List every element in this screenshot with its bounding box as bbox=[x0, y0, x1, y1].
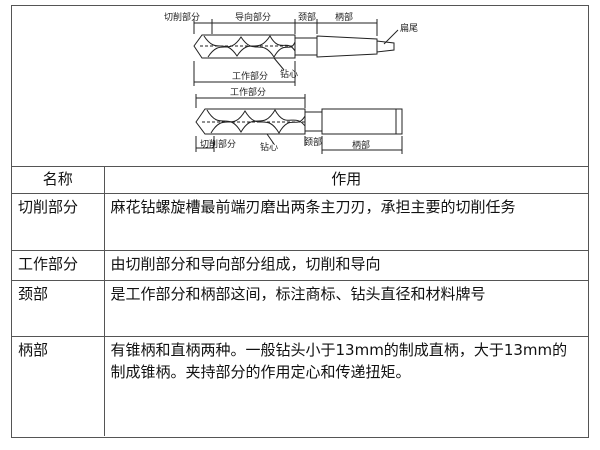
row-name-cutting: 切削部分 bbox=[12, 192, 105, 251]
label-top-tang: 扁尾 bbox=[400, 22, 418, 34]
label-top-core: 钻心 bbox=[280, 68, 298, 80]
row-function-shank: 有锥柄和直柄两种。一般钻头小于13mm的制成直柄，大于13mm的制成锥柄。夹持部… bbox=[103, 335, 588, 436]
table-row: 柄部 有锥柄和直柄两种。一般钻头小于13mm的制成直柄，大于13mm的制成锥柄。… bbox=[12, 335, 588, 436]
row-name-shank: 柄部 bbox=[12, 335, 105, 436]
drill-diagram-cell: 切削部分 导向部分 颈部 柄部 扁尾 工作部分 钻心 bbox=[12, 6, 588, 167]
drill-diagram: 切削部分 导向部分 颈部 柄部 扁尾 工作部分 钻心 bbox=[164, 11, 418, 154]
flute-line-2 bbox=[207, 36, 296, 58]
row-function-working: 由切削部分和导向部分组成，切削和导向 bbox=[103, 249, 588, 281]
straight-shank bbox=[321, 108, 403, 135]
neck-section bbox=[294, 37, 318, 56]
label-bottom-cutting: 切削部分 bbox=[200, 138, 236, 150]
tang bbox=[376, 40, 395, 53]
taper-shank-drill bbox=[193, 19, 399, 86]
table-row: 颈部 是工作部分和柄部这间，标注商标、钻头直径和材料牌号 bbox=[12, 279, 588, 337]
row-function-cutting: 麻花钻螺旋槽最前端刃磨出两条主刀刃，承担主要的切削任务 bbox=[103, 192, 588, 251]
label-bottom-shank: 柄部 bbox=[352, 139, 370, 151]
neck-section-2 bbox=[304, 111, 323, 132]
label-bottom-neck: 颈部 bbox=[304, 136, 322, 148]
row-function-neck: 是工作部分和柄部这间，标注商标、钻头直径和材料牌号 bbox=[103, 279, 588, 337]
taper-shank bbox=[316, 35, 378, 58]
row-name-working: 工作部分 bbox=[12, 249, 105, 281]
label-bottom-core: 钻心 bbox=[260, 141, 278, 153]
table-header-row: 名称 作用 bbox=[12, 166, 588, 194]
drill-parts-table: 名称 作用 切削部分 麻花钻螺旋槽最前端刃磨出两条主刀刃，承担主要的切削任务 工… bbox=[12, 166, 588, 436]
label-top-working: 工作部分 bbox=[232, 70, 268, 82]
label-top-shank: 柄部 bbox=[335, 11, 353, 23]
label-top-guiding: 导向部分 bbox=[235, 11, 271, 23]
straight-shank-drill bbox=[195, 94, 403, 154]
document-frame: 切削部分 导向部分 颈部 柄部 扁尾 工作部分 钻心 bbox=[11, 5, 589, 438]
table-row: 切削部分 麻花钻螺旋槽最前端刃磨出两条主刀刃，承担主要的切削任务 bbox=[12, 192, 588, 251]
table-row: 工作部分 由切削部分和导向部分组成，切削和导向 bbox=[12, 249, 588, 281]
label-top-cutting: 切削部分 bbox=[164, 11, 200, 23]
header-name: 名称 bbox=[12, 166, 105, 194]
label-bottom-working: 工作部分 bbox=[230, 86, 266, 98]
label-top-neck: 颈部 bbox=[298, 11, 316, 23]
row-name-neck: 颈部 bbox=[12, 279, 105, 337]
header-function: 作用 bbox=[103, 166, 588, 194]
